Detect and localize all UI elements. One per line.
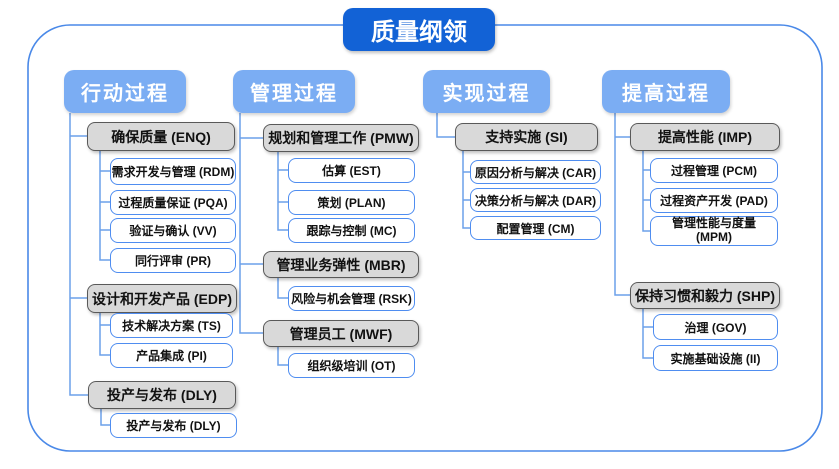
column-header-improvement-process: 提高过程 (602, 70, 730, 113)
node-est: 估算 (EST) (288, 158, 415, 183)
node-ts: 技术解决方案 (TS) (110, 313, 233, 338)
connector-col4-trunk (614, 113, 630, 296)
node-car: 原因分析与解决 (CAR) (470, 160, 601, 184)
node-pr: 同行评审 (PR) (110, 248, 236, 273)
node-rsk: 风险与机会管理 (RSK) (288, 286, 415, 311)
node-ot: 组织级培训 (OT) (288, 353, 415, 378)
connector-col2-trunk (239, 113, 263, 334)
node-mpm: 管理性能与度量 (MPM) (650, 216, 778, 246)
node-pad: 过程资产开发 (PAD) (650, 188, 778, 213)
column-header-realization-process: 实现过程 (423, 70, 550, 113)
node-rdm: 需求开发与管理 (RDM) (110, 158, 236, 185)
node-si: 支持实施 (SI) (455, 123, 598, 151)
node-imp: 提高性能 (IMP) (630, 123, 780, 151)
node-ii: 实施基础设施 (II) (653, 345, 778, 371)
connector-col1-enq-children (99, 151, 110, 261)
connector-col1-edp-children (99, 313, 110, 356)
node-mbr: 管理业务弹性 (MBR) (263, 251, 419, 278)
node-dar: 决策分析与解决 (DAR) (470, 188, 601, 212)
connector-col4-imp-children (642, 151, 650, 232)
connector-col2-pmw-children (277, 152, 288, 231)
node-pi: 产品集成 (PI) (110, 343, 233, 368)
connector-col2-mbr-children (277, 278, 288, 299)
node-enq: 确保质量 (ENQ) (87, 122, 235, 151)
connector-col2-mwf-children (277, 347, 288, 366)
column-header-management-process: 管理过程 (233, 70, 355, 113)
node-dly: 投产与发布 (DLY) (110, 413, 237, 438)
node-pmw: 规划和管理工作 (PMW) (263, 124, 419, 152)
connector-col3-si-children (462, 151, 470, 229)
node-mwf: 管理员工 (MWF) (263, 320, 419, 347)
connector-col1-trunk (69, 113, 88, 396)
node-vv: 验证与确认 (VV) (110, 218, 236, 243)
node-edp: 设计和开发产品 (EDP) (87, 284, 237, 313)
node-mc: 跟踪与控制 (MC) (288, 218, 415, 243)
node-gov: 治理 (GOV) (653, 314, 778, 340)
node-pqa: 过程质量保证 (PQA) (110, 190, 236, 215)
column-header-action-process: 行动过程 (64, 70, 186, 113)
node-plan: 策划 (PLAN) (288, 190, 415, 215)
connector-col4-shp-children (642, 309, 653, 359)
diagram-title: 质量纲领 (343, 8, 495, 51)
node-dly-group: 投产与发布 (DLY) (88, 381, 236, 409)
node-shp: 保持习惯和毅力 (SHP) (630, 282, 780, 309)
connector-col3-trunk (436, 113, 455, 138)
node-cm: 配置管理 (CM) (470, 216, 601, 240)
connector-col1-dly-children (100, 409, 110, 426)
node-pcm: 过程管理 (PCM) (650, 158, 778, 183)
